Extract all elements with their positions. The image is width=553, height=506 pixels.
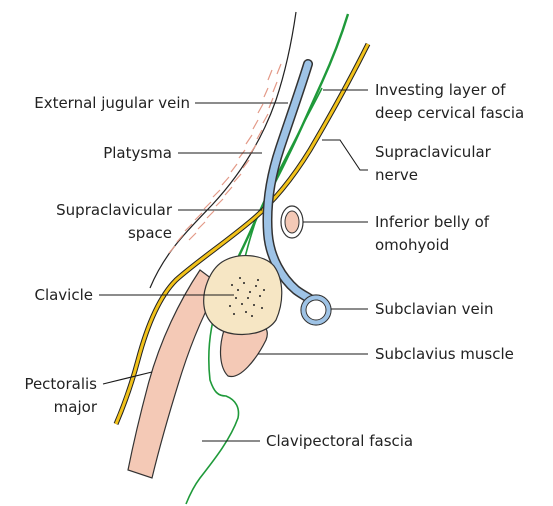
label-supraclavicular-nerve-line2: nerve [375, 166, 418, 184]
label-supraclavicular-nerve-line1: Supraclavicular [375, 143, 492, 161]
label-investing-layer-line1: Investing layer of [375, 81, 506, 99]
leader-pectoralis-major [103, 372, 152, 384]
label-inferior-belly-line1: Inferior belly of [375, 213, 490, 231]
label-subclavius-muscle: Subclavius muscle [375, 345, 514, 363]
label-platysma: Platysma [103, 144, 172, 162]
label-investing-layer-line2: deep cervical fascia [375, 104, 524, 122]
label-clavicle: Clavicle [34, 286, 93, 304]
label-supraclavicular-space-line1: Supraclavicular [56, 201, 173, 219]
label-supraclavicular-space-line2: space [128, 224, 172, 242]
label-pectoralis-major-line2: major [54, 398, 98, 416]
label-inferior-belly-line2: omohyoid [375, 236, 449, 254]
leader-supraclavicular-nerve [322, 140, 368, 170]
label-pectoralis-major-line1: Pectoralis [24, 375, 97, 393]
label-clavipectoral-fascia: Clavipectoral fascia [266, 432, 413, 450]
label-subclavian-vein: Subclavian vein [375, 300, 493, 318]
label-external-jugular-vein: External jugular vein [34, 94, 190, 112]
